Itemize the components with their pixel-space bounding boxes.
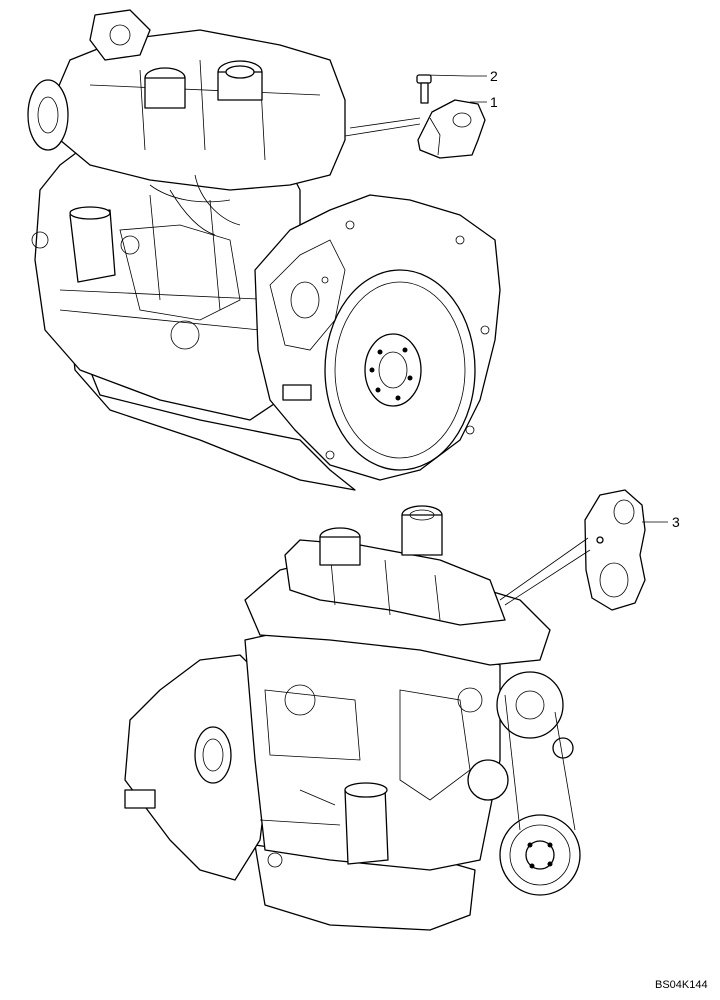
engine-bottom-view xyxy=(124,505,581,931)
engine-top-view xyxy=(27,9,501,491)
callout-2-label: 2 xyxy=(490,68,498,84)
bolt-part xyxy=(416,74,432,104)
drawing-reference-code: BS04K144 xyxy=(655,979,708,991)
leader-lines-bottom xyxy=(499,521,668,606)
leader-lines-top xyxy=(344,74,487,137)
plate-part xyxy=(584,489,646,611)
callout-1-label: 1 xyxy=(490,94,498,110)
lifting-bracket-part xyxy=(417,99,486,159)
callout-3-label: 3 xyxy=(672,514,680,530)
